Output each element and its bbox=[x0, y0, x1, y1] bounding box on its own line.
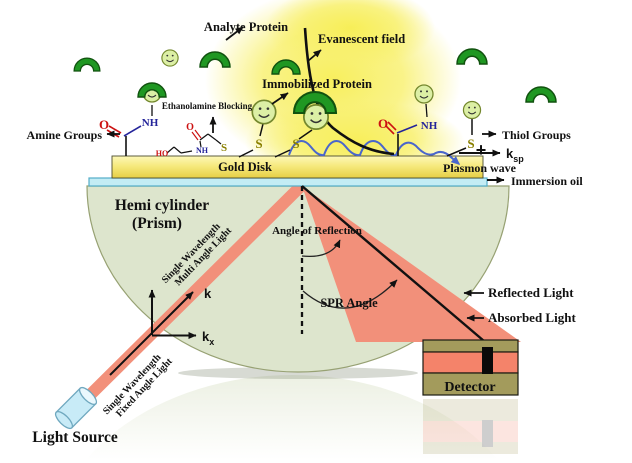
evanescent-field-label: Evanescent field bbox=[318, 32, 405, 46]
prism-interior: Hemi cylinder(Prism) Angle of Reflection… bbox=[115, 185, 485, 342]
light-source-label: Light Source bbox=[32, 429, 118, 446]
thiol-sulfur-1: S bbox=[255, 136, 262, 151]
immersion-oil-label: Immersion oil bbox=[511, 174, 583, 188]
gold-disk-label: Gold Disk bbox=[218, 160, 272, 174]
reflected-beam-fan bbox=[302, 186, 521, 342]
detector-reflection bbox=[423, 399, 518, 454]
ksp-label: ksp bbox=[506, 146, 524, 164]
wave-vectors: k kx bbox=[109, 286, 214, 376]
prism-reflection bbox=[83, 375, 501, 463]
thiol-center: S S bbox=[238, 123, 313, 158]
ethanolamine-ho: HO bbox=[156, 149, 168, 158]
detector-label: Detector bbox=[444, 380, 495, 395]
light-source bbox=[54, 386, 98, 430]
analyte-protein-arch bbox=[73, 57, 101, 72]
plasmon-wave-curve bbox=[288, 140, 461, 165]
amide-smiley bbox=[414, 84, 434, 104]
angle-of-reflection-arc bbox=[301, 239, 341, 258]
reflected-light-label: Reflected Light bbox=[488, 285, 574, 300]
amide-nh-right: NH bbox=[421, 120, 438, 132]
analyte-protein-arch bbox=[456, 48, 488, 65]
plasmon-wave-label: Plasmon wave bbox=[443, 161, 517, 175]
evanescent-decay-curve bbox=[303, 27, 395, 156]
immersion-oil-layer bbox=[88, 177, 488, 187]
detector: Detector bbox=[422, 339, 519, 396]
amine-groups-label: Amine Groups bbox=[27, 128, 103, 142]
plus-sign: + bbox=[476, 140, 487, 160]
thiol-smiley-2 bbox=[462, 100, 482, 120]
ethanolamine-oxygen: O bbox=[186, 122, 194, 133]
prism-shadow bbox=[178, 367, 418, 379]
amide-linker-right: O NH bbox=[378, 103, 438, 156]
thiol-sulfur-2: S bbox=[292, 136, 299, 151]
carbonyl-oxygen: O bbox=[99, 117, 109, 132]
ethanolamine-sulfur: S bbox=[221, 142, 227, 154]
hemi-cylinder-label: Hemi cylinder(Prism) bbox=[115, 197, 209, 232]
thiol-right: S + bbox=[446, 119, 487, 160]
analyte-protein-arch bbox=[525, 86, 557, 103]
annotations-right: Reflected Light Absorbed Light bbox=[463, 285, 576, 325]
absorbed-light-label: Absorbed Light bbox=[488, 310, 576, 325]
analyte-protein-label: Analyte Protein bbox=[204, 20, 288, 34]
ethanolamine-structure: O HO NH S bbox=[156, 122, 227, 158]
detector-absorption-bar bbox=[482, 347, 493, 374]
kx-label: kx bbox=[202, 329, 214, 347]
gold-disk bbox=[111, 155, 484, 179]
spr-angle-arc bbox=[302, 279, 398, 309]
annotations-top: Analyte Protein Evanescent field Immobil… bbox=[27, 20, 584, 188]
thiol-groups-label: Thiol Groups bbox=[502, 128, 571, 142]
spr-angle-label: SPR Angle bbox=[320, 296, 378, 310]
free-smiley bbox=[161, 49, 179, 67]
angle-of-reflection-label: Angle of Reflection bbox=[272, 225, 362, 237]
carbonyl-oxygen-right: O bbox=[378, 116, 388, 131]
reflected-ray bbox=[301, 185, 485, 342]
k-label: k bbox=[204, 286, 212, 301]
ethanolamine-nh: NH bbox=[196, 146, 209, 155]
amide-linker-left: O NH bbox=[99, 105, 159, 156]
immobilized-protein-label: Immobilized Protein bbox=[262, 77, 372, 91]
amide-nh: NH bbox=[142, 117, 159, 129]
ethanolamine-blocking-label: Ethanolamine Blocking bbox=[162, 101, 253, 111]
thiol-sulfur-3: S bbox=[467, 136, 474, 151]
